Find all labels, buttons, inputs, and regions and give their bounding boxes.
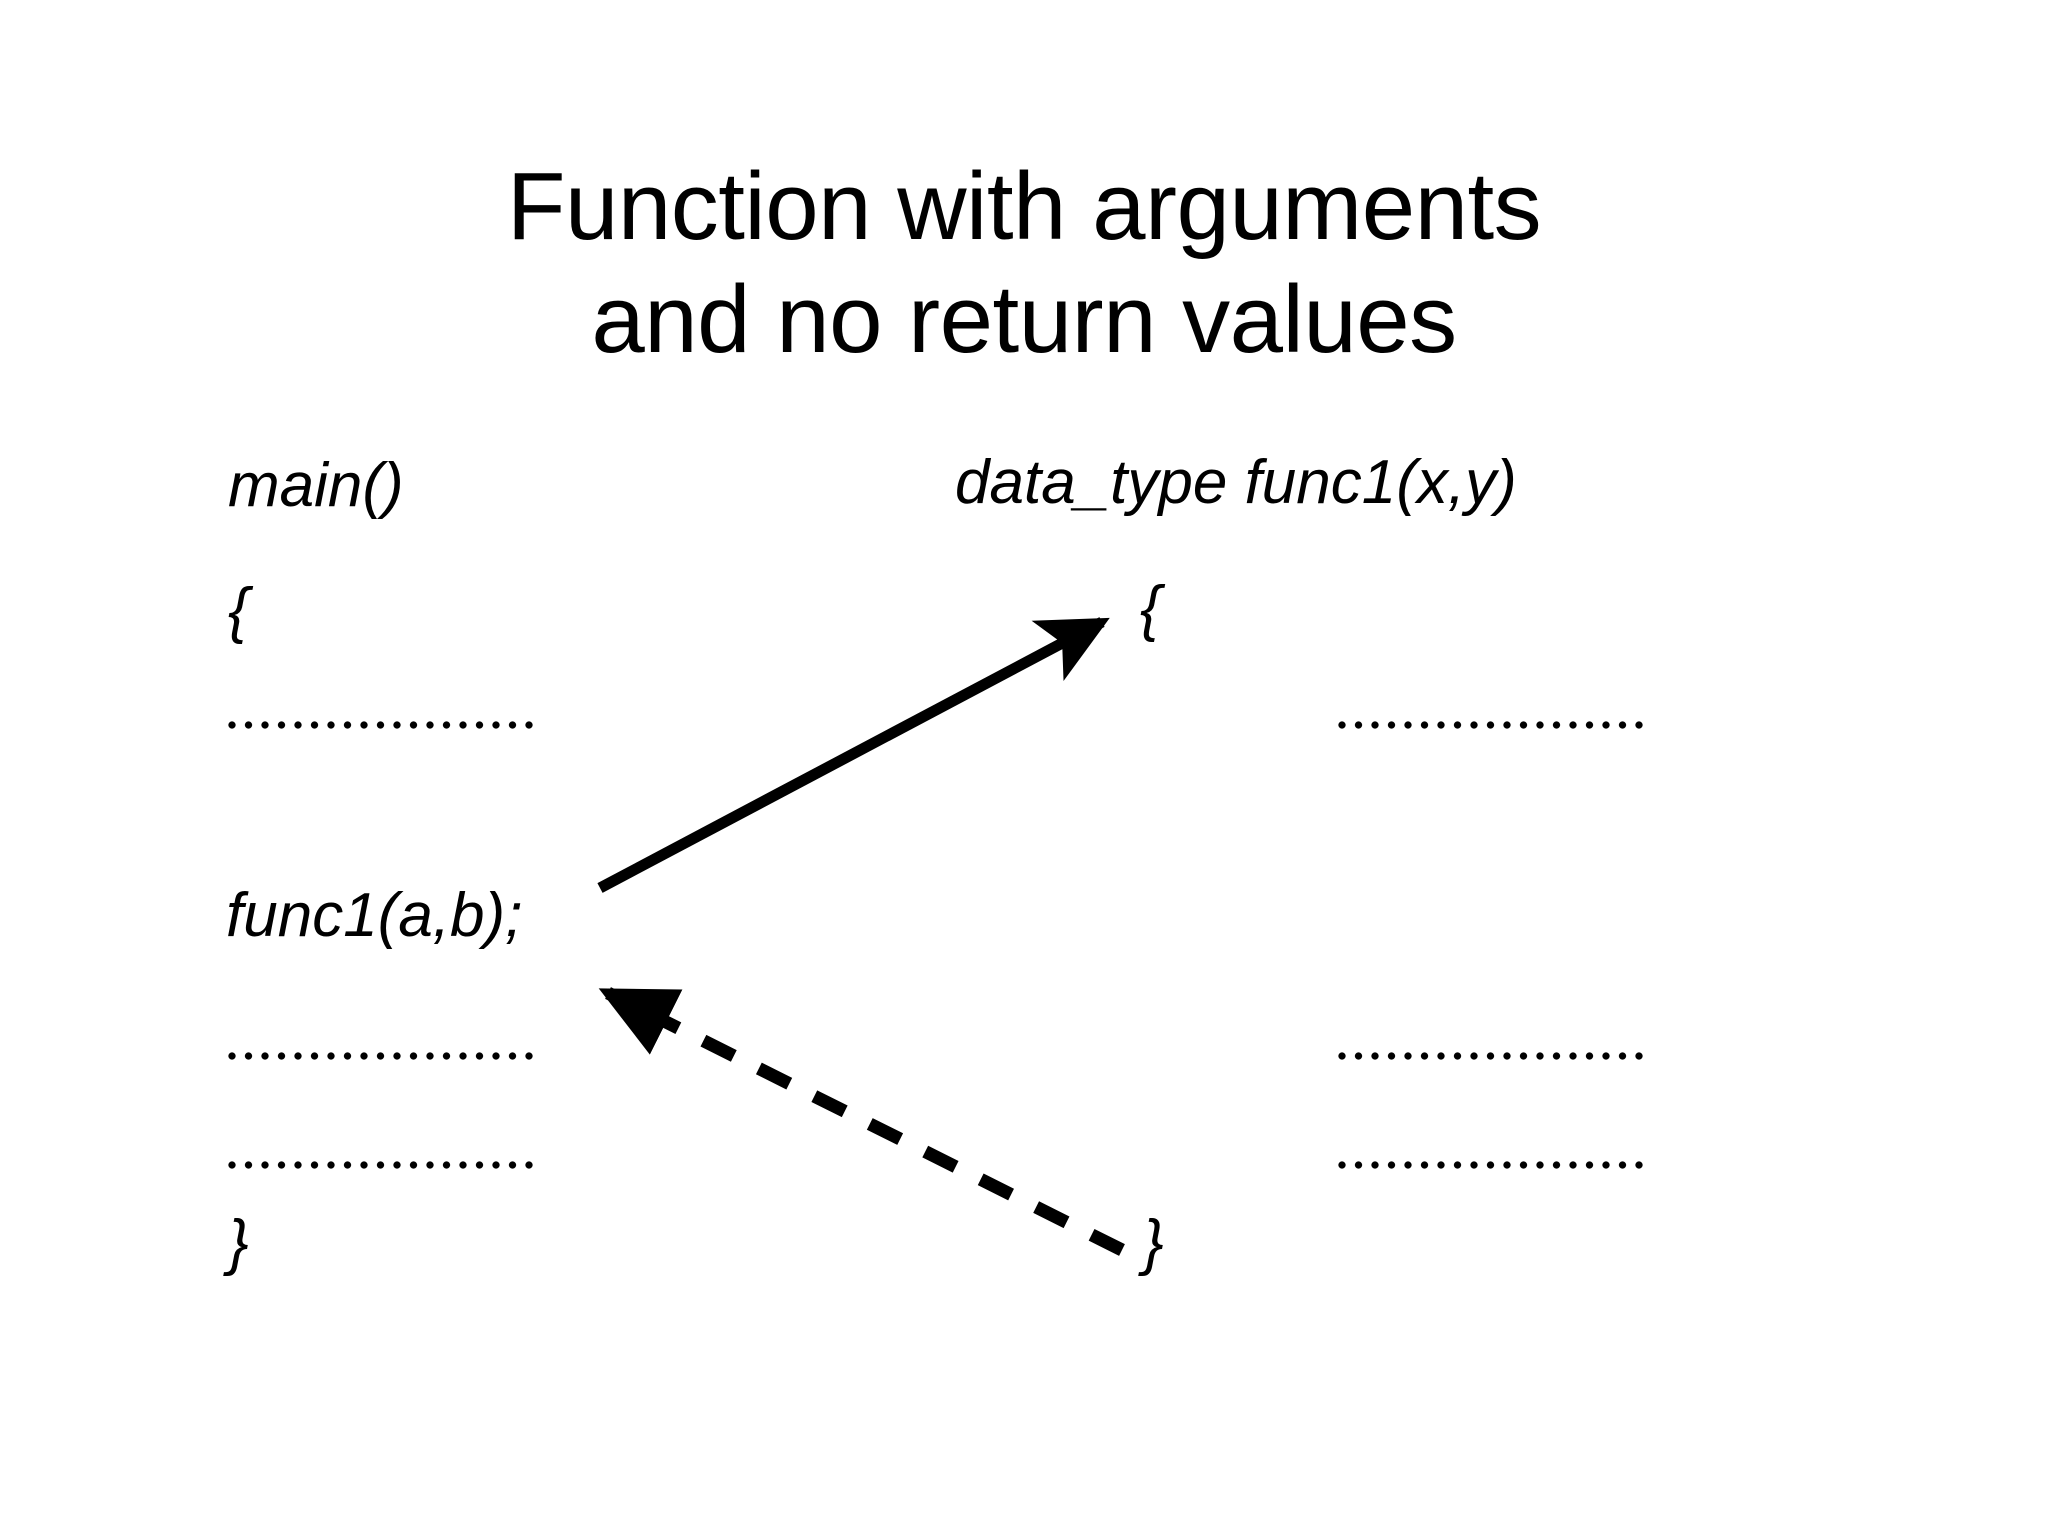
func1-open-brace: { (1140, 574, 1161, 643)
main-close-brace: } (228, 1208, 249, 1277)
main-open-brace: { (228, 576, 249, 645)
func1-body-dots-1 (1338, 718, 1650, 732)
main-body-dots-2 (228, 1049, 540, 1063)
title-line-1: Function with arguments (506, 153, 1542, 260)
func1-body-dots-2 (1338, 1049, 1650, 1063)
return-arrow-dashed (598, 987, 1125, 1256)
func1-call-statement: func1(a,b); (226, 881, 523, 950)
main-signature: main() (228, 451, 404, 520)
main-body-dots-3 (228, 1158, 540, 1172)
main-body-dots-1 (228, 718, 540, 732)
title-line-2: and no return values (591, 266, 1457, 374)
func1-signature: data_type func1(x,y) (955, 448, 1517, 517)
func1-body-dots-3 (1338, 1158, 1650, 1172)
page-title: Function with arguments and no return va… (0, 150, 2048, 377)
call-arrow-solid (597, 617, 1110, 893)
func1-close-brace: } (1143, 1208, 1164, 1277)
